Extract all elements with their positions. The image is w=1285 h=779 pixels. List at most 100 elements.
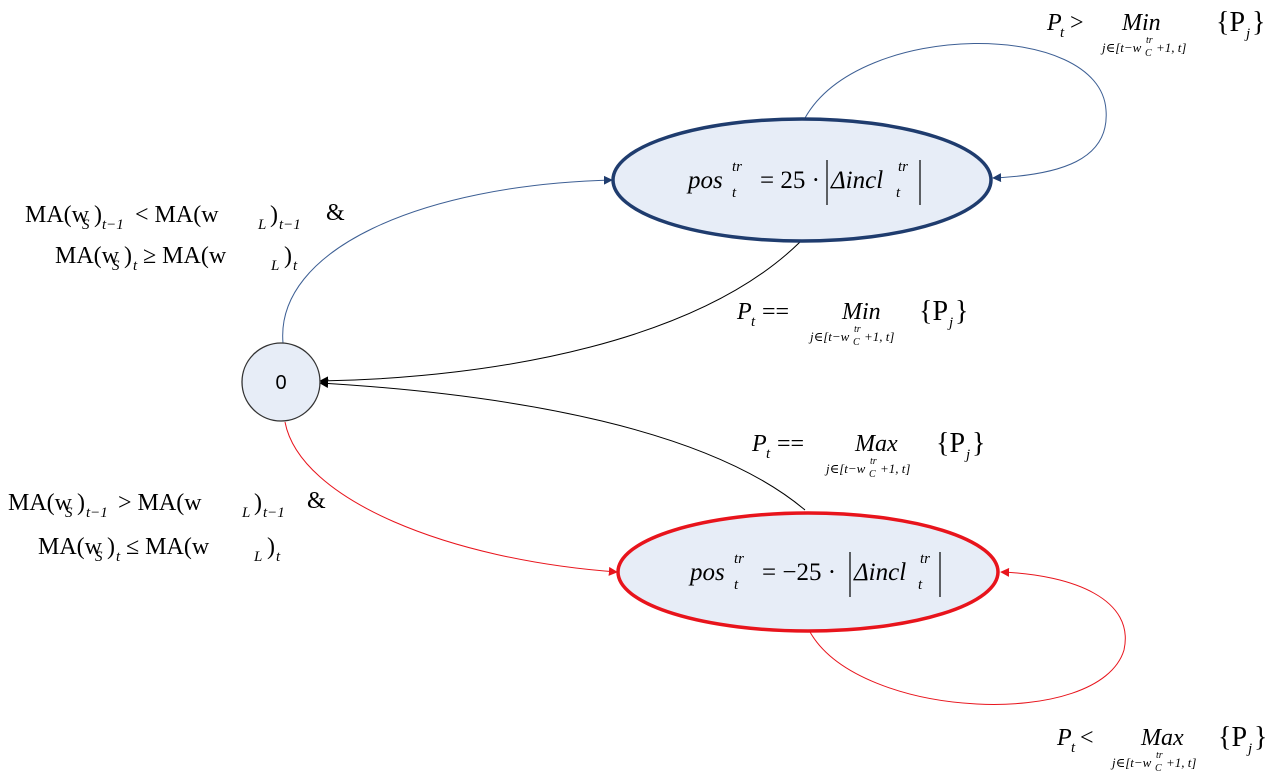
svg-text:Min: Min — [1121, 10, 1161, 36]
svg-text:j: j — [964, 447, 970, 463]
svg-text:t−1: t−1 — [279, 217, 301, 233]
svg-text:S: S — [112, 258, 120, 274]
svg-text:t: t — [116, 549, 121, 565]
svg-text:tr: tr — [1146, 35, 1153, 46]
svg-text:): ) — [94, 202, 102, 228]
svg-text:C: C — [1155, 763, 1162, 774]
svg-text:S: S — [82, 217, 90, 233]
svg-text:P: P — [751, 431, 767, 457]
edge-stay-long — [804, 43, 1107, 183]
svg-text:≤ MA(w: ≤ MA(w — [126, 534, 210, 560]
svg-text:+1, t]: +1, t] — [864, 329, 894, 344]
label-stay-long: P t > Min j∈[t−w C tr +1, t] {P j } — [1046, 7, 1265, 59]
svg-text:S: S — [95, 549, 103, 565]
svg-text:tr: tr — [1156, 750, 1163, 761]
svg-text:= 25 ·: = 25 · — [760, 167, 820, 194]
svg-text:&: & — [326, 200, 345, 226]
svg-text:tr: tr — [898, 159, 908, 175]
svg-text:> MA(w: > MA(w — [118, 490, 202, 516]
edge-exit-long — [319, 241, 801, 386]
svg-text:Max: Max — [854, 431, 898, 457]
svg-text:L: L — [270, 258, 279, 274]
svg-text:): ) — [284, 243, 292, 269]
label-enter-long: MA(w S ) t−1 < MA(w L ) t−1 & MA(w S ) t… — [25, 200, 345, 274]
svg-text:Δincl: Δincl — [830, 167, 883, 194]
svg-text:}: } — [955, 296, 968, 327]
svg-text:{P: {P — [919, 296, 948, 327]
svg-text:): ) — [270, 202, 278, 228]
svg-text:= −25 ·: = −25 · — [762, 559, 836, 586]
svg-text:}: } — [1252, 7, 1265, 38]
node-short-label: pos t tr = −25 · Δincl t tr — [688, 551, 941, 597]
svg-text:j: j — [1246, 741, 1252, 757]
svg-text:≥ MA(w: ≥ MA(w — [143, 243, 227, 269]
svg-text:+1, t]: +1, t] — [880, 461, 910, 476]
edge-exit-short — [319, 378, 806, 511]
label-stay-short: P t < Max j∈[t−w C tr +1, t] {P j } — [1056, 722, 1267, 774]
svg-text:): ) — [77, 490, 85, 516]
svg-text:): ) — [124, 243, 132, 269]
svg-text:C: C — [869, 469, 876, 480]
svg-text:j∈[t−w: j∈[t−w — [1110, 755, 1152, 770]
svg-text:): ) — [254, 490, 262, 516]
svg-text:<: < — [1080, 725, 1094, 751]
svg-text:Max: Max — [1140, 725, 1184, 751]
svg-text:+1, t]: +1, t] — [1166, 755, 1196, 770]
svg-text:tr: tr — [854, 324, 861, 335]
node-short — [616, 511, 1000, 633]
svg-text:MA(w: MA(w — [55, 243, 120, 269]
svg-text:>: > — [1070, 10, 1084, 36]
svg-text:L: L — [253, 549, 262, 565]
edge-stay-short — [809, 567, 1126, 705]
svg-text:j: j — [1244, 26, 1250, 42]
svg-text:j∈[t−w: j∈[t−w — [808, 329, 850, 344]
label-exit-short: P t == Max j∈[t−w C tr +1, t] {P j } — [751, 428, 985, 480]
svg-text:Min: Min — [841, 299, 881, 325]
svg-text:tr: tr — [734, 551, 744, 567]
label-exit-long: P t == Min j∈[t−w C tr +1, t] {P j } — [736, 296, 968, 348]
svg-text:t: t — [1060, 25, 1065, 41]
svg-text:t: t — [751, 314, 756, 330]
svg-text:S: S — [65, 505, 73, 521]
node-zero-label: 0 — [275, 372, 286, 394]
svg-text:tr: tr — [732, 159, 742, 175]
svg-text:P: P — [1056, 725, 1072, 751]
svg-text:< MA(w: < MA(w — [135, 202, 219, 228]
svg-text:}: } — [972, 428, 985, 459]
svg-text:&: & — [307, 488, 326, 514]
svg-text:Δincl: Δincl — [853, 559, 906, 586]
label-enter-short: MA(w S ) t−1 > MA(w L ) t−1 & MA(w S ) t… — [8, 488, 326, 565]
svg-text:): ) — [107, 534, 115, 560]
svg-text:{P: {P — [936, 428, 965, 459]
svg-text:+1, t]: +1, t] — [1156, 40, 1186, 55]
svg-text:t: t — [276, 549, 281, 565]
svg-text:C: C — [1145, 48, 1152, 59]
svg-text:tr: tr — [920, 551, 930, 567]
svg-text:j∈[t−w: j∈[t−w — [824, 461, 866, 476]
svg-text:MA(w: MA(w — [25, 202, 90, 228]
svg-text:L: L — [257, 217, 266, 233]
svg-text:t: t — [918, 577, 923, 593]
svg-text:{P: {P — [1218, 722, 1247, 753]
svg-text:t−1: t−1 — [102, 217, 124, 233]
svg-text:MA(w: MA(w — [8, 490, 73, 516]
svg-text:}: } — [1254, 722, 1267, 753]
svg-text:t: t — [133, 258, 138, 274]
svg-text:{P: {P — [1216, 7, 1245, 38]
svg-text:P: P — [1046, 10, 1062, 36]
svg-text:==: == — [777, 431, 804, 457]
svg-text:C: C — [853, 337, 860, 348]
node-zero — [241, 342, 321, 422]
svg-text:t: t — [896, 185, 901, 201]
svg-text:t−1: t−1 — [86, 505, 108, 521]
edge-enter-long — [282, 175, 613, 344]
svg-text:t: t — [734, 577, 739, 593]
edge-enter-short — [284, 421, 618, 576]
node-long-label: pos t tr = 25 · Δincl t tr — [686, 159, 921, 205]
svg-text:pos: pos — [688, 559, 725, 586]
svg-text:==: == — [762, 299, 789, 325]
svg-text:MA(w: MA(w — [38, 534, 103, 560]
svg-text:P: P — [736, 299, 752, 325]
